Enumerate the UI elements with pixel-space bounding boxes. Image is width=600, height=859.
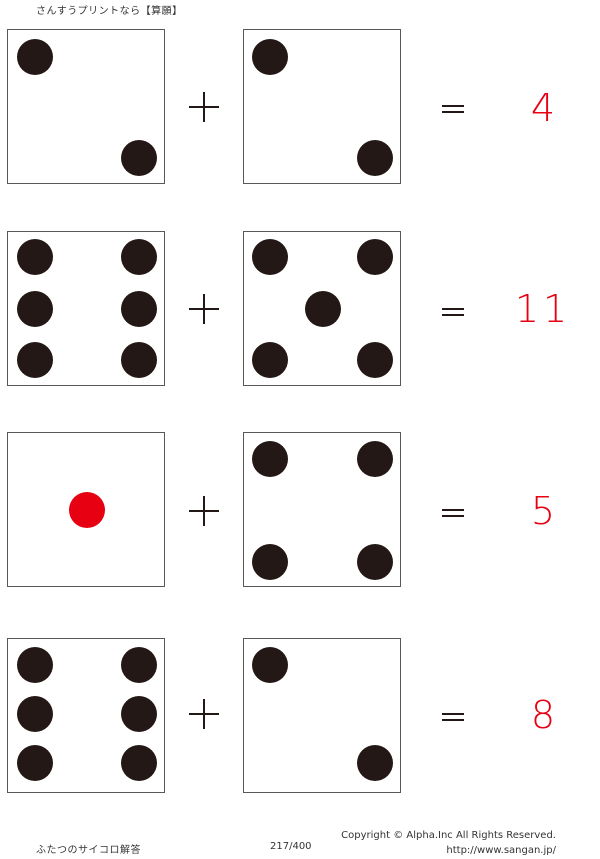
pip — [17, 39, 53, 75]
pip — [121, 342, 157, 378]
pip — [357, 140, 393, 176]
pip — [121, 291, 157, 327]
pip — [121, 745, 157, 781]
copyright-text: Copyright © Alpha.Inc All Rights Reserve… — [341, 830, 556, 841]
problem-row-2: 11 — [0, 231, 600, 391]
pip — [17, 745, 53, 781]
pip — [357, 544, 393, 580]
pip — [252, 39, 288, 75]
die-five — [243, 231, 401, 386]
pip — [17, 696, 53, 732]
plus-sign — [189, 294, 219, 324]
pip — [17, 291, 53, 327]
pip — [305, 291, 341, 327]
plus-sign — [189, 92, 219, 122]
pip — [357, 239, 393, 275]
pip — [252, 647, 288, 683]
problem-row-3: 5 — [0, 432, 600, 592]
page-header: さんすうプリントなら【算願】 — [36, 6, 183, 17]
site-url: http://www.sangan.jp/ — [446, 845, 556, 856]
pip — [121, 696, 157, 732]
answer: 4 — [530, 86, 556, 130]
pip — [252, 342, 288, 378]
pip — [17, 239, 53, 275]
pip — [252, 544, 288, 580]
equals-sign — [442, 509, 464, 517]
pip — [357, 441, 393, 477]
plus-sign — [189, 699, 219, 729]
answer: 11 — [514, 287, 572, 331]
die-two — [243, 638, 401, 793]
die-one — [7, 432, 165, 587]
die-two — [7, 29, 165, 184]
pip — [357, 342, 393, 378]
pip — [17, 342, 53, 378]
answer: 5 — [530, 489, 556, 533]
die-four — [243, 432, 401, 587]
pip — [121, 140, 157, 176]
footer-title: ふたつのサイコロ解答 — [36, 845, 141, 856]
die-six — [7, 231, 165, 386]
page-number: 217/400 — [270, 841, 312, 852]
equals-sign — [442, 105, 464, 113]
problem-row-4: 8 — [0, 638, 600, 798]
pip — [252, 441, 288, 477]
pip — [121, 647, 157, 683]
pip — [357, 745, 393, 781]
answer: 8 — [530, 693, 556, 737]
pip — [121, 239, 157, 275]
equals-sign — [442, 308, 464, 316]
pip-red — [69, 492, 105, 528]
equals-sign — [442, 713, 464, 721]
pip — [17, 647, 53, 683]
pip — [252, 239, 288, 275]
footer-copyright-block: Copyright © Alpha.Inc All Rights Reserve… — [341, 828, 556, 858]
die-six — [7, 638, 165, 793]
plus-sign — [189, 496, 219, 526]
die-two — [243, 29, 401, 184]
problem-row-1: 4 — [0, 29, 600, 189]
